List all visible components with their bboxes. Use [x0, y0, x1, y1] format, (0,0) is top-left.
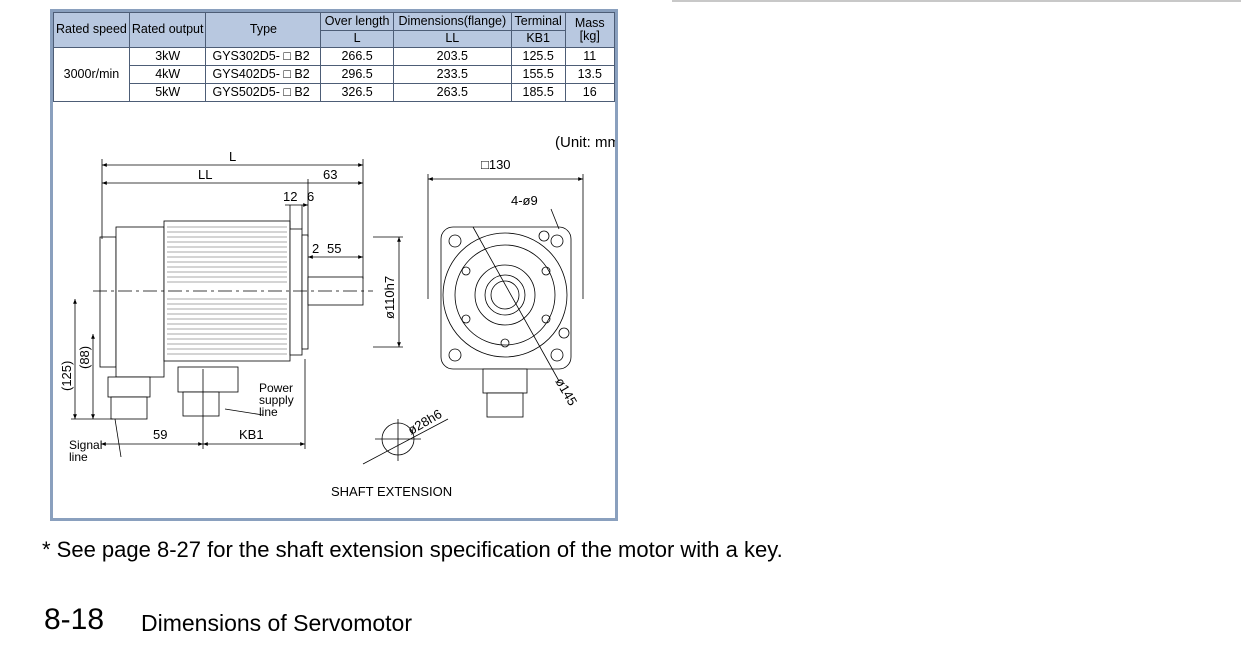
- power-label-1: Power: [259, 381, 293, 395]
- shaft-extension-label: SHAFT EXTENSION: [331, 484, 452, 499]
- header-mass: Mass[kg]: [564, 12, 615, 48]
- cell-mass: 13.5: [564, 65, 615, 84]
- cell-speed: 3000r/min: [53, 47, 130, 102]
- dim-63-label: 63: [323, 167, 337, 182]
- dim-L-label: L: [229, 149, 236, 164]
- motor-drawing: (Unit: mm) L LL 63 12 6 2 55 ø110h7 (125…: [59, 134, 615, 499]
- signal-label-1: Signal: [69, 438, 102, 452]
- page-number: 8-18: [44, 603, 105, 636]
- dim-145-label: ø145: [552, 375, 580, 408]
- header-L: L: [320, 30, 394, 48]
- cell-KB1: 155.5: [510, 65, 566, 84]
- dim-55-label: 55: [327, 241, 341, 256]
- cell-L: 296.5: [320, 65, 394, 84]
- page-title: Dimensions of Servomotor: [141, 610, 412, 636]
- cell-KB1: 125.5: [510, 47, 566, 66]
- dim-110-label: ø110h7: [382, 276, 397, 319]
- header-type: Type: [205, 12, 322, 48]
- motor-front-view: [427, 174, 584, 418]
- holes-label: 4-ø9: [511, 193, 538, 208]
- dimension-figure: Rated speed Rated output Type Over lengt…: [50, 9, 618, 521]
- header-rated-speed: Rated speed: [53, 12, 130, 48]
- dim-KB1-label: KB1: [239, 427, 264, 442]
- header-rated-output: Rated output: [128, 12, 207, 48]
- cell-output: 5kW: [128, 83, 207, 102]
- unit-label: (Unit: mm): [555, 134, 615, 151]
- cell-LL: 233.5: [392, 65, 512, 84]
- cell-type: GYS302D5- □ B2: [205, 47, 322, 66]
- table-header-row: Rated speed Rated output Type Over lengt…: [53, 12, 615, 48]
- table-row: 3000r/min 3kW GYS302D5- □ B2 266.5 203.5…: [53, 47, 615, 102]
- cell-L: 266.5: [320, 47, 394, 66]
- shaft-extension: [362, 418, 449, 465]
- footnote: * See page 8-27 for the shaft extension …: [42, 537, 783, 562]
- dim-12-label: 12: [283, 189, 297, 204]
- dim-28-label: ø28h6: [405, 406, 444, 437]
- cell-LL: 263.5: [392, 83, 512, 102]
- power-label-2: supply: [259, 393, 294, 407]
- cell-output: 4kW: [128, 65, 207, 84]
- header-over-length: Over length: [320, 12, 394, 31]
- signal-label-2: line: [69, 450, 88, 464]
- motor-side-view: [99, 220, 364, 420]
- cell-output: 3kW: [128, 47, 207, 66]
- table-row: 4kW GYS402D5- □ B2 296.5 233.5 155.5 13.…: [54, 65, 615, 84]
- dim-6-label: 6: [307, 189, 314, 204]
- header-terminal: Terminal: [510, 12, 566, 31]
- header-dimensions: Dimensions(flange): [392, 12, 512, 31]
- cell-type: GYS402D5- □ B2: [205, 65, 322, 84]
- cell-type: GYS502D5- □ B2: [205, 83, 322, 102]
- cell-mass: 11: [564, 47, 615, 66]
- power-label-3: line: [259, 405, 278, 419]
- dim-130-label: □130: [481, 157, 511, 172]
- dim-59-label: 59: [153, 427, 167, 442]
- dim-2-label: 2: [312, 241, 319, 256]
- header-KB1: KB1: [510, 30, 566, 48]
- cell-LL: 203.5: [392, 47, 512, 66]
- spec-table: Rated speed Rated output Type Over lengt…: [53, 12, 615, 102]
- cell-L: 326.5: [320, 83, 394, 102]
- dim-LL-label: LL: [198, 167, 212, 182]
- cell-mass: 16: [564, 83, 615, 102]
- dim-125-label: (125): [59, 361, 74, 391]
- table-row: 5kW GYS502D5- □ B2 326.5 263.5 185.5 16: [54, 83, 615, 102]
- header-LL: LL: [392, 30, 512, 48]
- cell-KB1: 185.5: [510, 83, 566, 102]
- top-rule: [672, 0, 1241, 2]
- dim-88-label: (88): [77, 346, 92, 369]
